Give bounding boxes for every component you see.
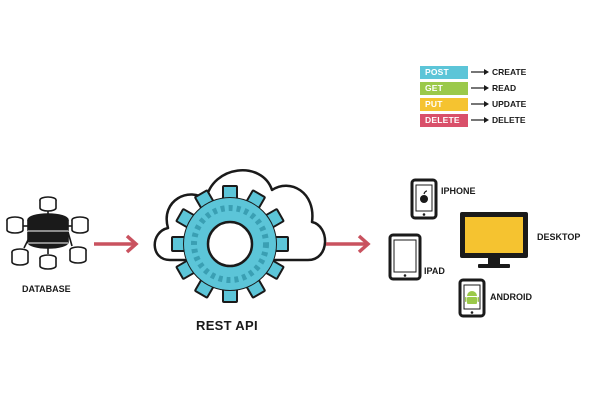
legend-action-update: UPDATE	[492, 99, 527, 109]
arrow-right-icon	[471, 101, 489, 107]
iphone-label: IPHONE	[441, 186, 476, 196]
desktop-label: DESKTOP	[537, 232, 581, 242]
iphone-icon	[410, 178, 438, 220]
legend-row-delete: DELETE DELETE	[420, 112, 570, 128]
legend-action-create: CREATE	[492, 67, 527, 77]
legend-action-delete: DELETE	[492, 115, 526, 125]
arrow-right-icon	[94, 234, 139, 254]
ipad-icon	[388, 233, 422, 281]
ipad-label: IPAD	[424, 266, 445, 276]
legend-method-get: GET	[420, 81, 468, 95]
arrow-right-icon	[471, 85, 489, 91]
legend-method-put: PUT	[420, 97, 468, 111]
legend-row-get: GET READ	[420, 80, 570, 96]
legend-action-read: READ	[492, 83, 517, 93]
legend-row-post: POST CREATE	[420, 64, 570, 80]
gear-icon	[171, 185, 289, 303]
arrow-right-icon	[326, 234, 371, 254]
android-label: ANDROID	[490, 292, 532, 302]
legend-method-delete: DELETE	[420, 113, 468, 127]
rest-api-label: REST API	[196, 318, 258, 333]
legend-row-put: PUT UPDATE	[420, 96, 570, 112]
database-icon	[6, 196, 89, 270]
http-methods-legend: POST CREATE GET READ PUT UPDATE DELETE D…	[420, 64, 570, 128]
android-logo-icon	[465, 291, 479, 304]
desktop-icon	[460, 212, 528, 268]
arrow-right-icon	[471, 117, 489, 123]
apple-logo-icon	[420, 190, 428, 203]
database-label: DATABASE	[22, 284, 71, 294]
android-phone-icon	[458, 278, 486, 318]
legend-method-post: POST	[420, 65, 468, 79]
arrow-right-icon	[471, 69, 489, 75]
